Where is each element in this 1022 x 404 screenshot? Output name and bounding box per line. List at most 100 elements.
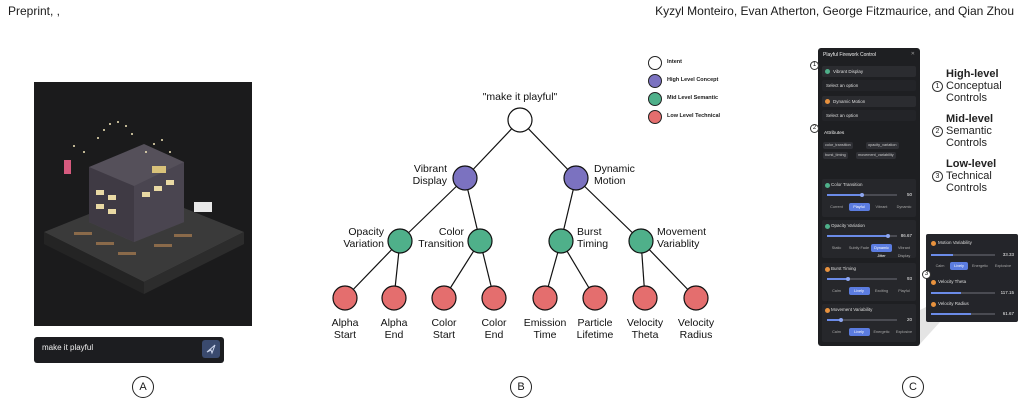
preset-option[interactable]: Explosive [895, 330, 913, 334]
preset-option[interactable]: Playful [898, 289, 910, 293]
panel-title: Playful Firework Control [823, 52, 877, 58]
slider-track[interactable] [827, 278, 897, 280]
level-subtitle: Technical [946, 170, 992, 182]
slider-handle[interactable] [885, 233, 890, 238]
slider-fill [827, 319, 841, 321]
preset-option[interactable]: Dynamic Jitter [871, 244, 892, 258]
status-dot [825, 183, 830, 188]
low-level-label: Velocity Theta [938, 279, 967, 284]
card-title: Burst Timing [831, 266, 857, 271]
running-header-authors: Kyzyl Monteiro, Evan Atherton, George Fi… [655, 4, 1014, 18]
slider-track[interactable] [931, 254, 995, 256]
level-description-low: Low-level 3 Technical Controls [932, 158, 996, 194]
tree-edge [519, 119, 577, 179]
mid-level-node [548, 228, 574, 254]
mid-level-node [628, 228, 654, 254]
slider-fill [931, 254, 953, 256]
zoomed-low-level-controls: Motion Variability 33.33 Calm Lively Ene… [926, 234, 1018, 322]
option-calm[interactable]: Calm [935, 264, 945, 268]
low-level-node [683, 285, 709, 311]
slider-fill [827, 235, 888, 237]
preset-option[interactable]: Energetic [873, 330, 890, 334]
legend-label: Intent [667, 59, 682, 65]
close-icon[interactable]: ✕ [910, 51, 915, 57]
motion-select[interactable]: Select an option [822, 110, 916, 121]
intent-label: "make it playful" [483, 91, 558, 103]
high-level-control-motion[interactable]: Dynamic Motion [822, 96, 916, 107]
running-header-left: Preprint, , [8, 4, 61, 18]
intent-node [507, 107, 533, 133]
level-subtitle: Conceptual [946, 80, 1002, 92]
level-subtitle: Controls [946, 92, 987, 104]
preset-option[interactable]: Vibrant Display [897, 246, 911, 258]
firework-scene-render [34, 82, 252, 326]
status-dot [825, 308, 830, 313]
status-dot [931, 280, 936, 285]
tree-edge [464, 119, 521, 179]
attribute-chip[interactable]: color_transition [823, 142, 853, 149]
preset-option[interactable]: Dynamic [896, 205, 912, 209]
preset-option[interactable]: Lively [848, 328, 870, 336]
option-energetic[interactable]: Energetic [971, 264, 989, 268]
slider-track[interactable] [931, 292, 995, 294]
status-dot [825, 224, 830, 229]
legend-item-mid: Mid Level Semantic [648, 92, 748, 110]
panel-label-c: C [902, 376, 924, 398]
slider-value: 61.67 [1002, 311, 1014, 316]
card-title: Movement Variability [831, 307, 873, 312]
attribute-chip[interactable]: burst_timing [823, 152, 848, 159]
diagram-legend: Intent High Level Concept Mid Level Sema… [648, 56, 748, 128]
slider-track[interactable] [827, 319, 897, 321]
slider-value: 33.33 [1002, 252, 1014, 257]
high-level-control-vibrant[interactable]: Vibrant Display [822, 66, 916, 77]
marker-low-level: 3 [922, 270, 931, 279]
status-dot [931, 302, 936, 307]
preset-option[interactable]: Static [831, 246, 842, 250]
status-dot [825, 267, 830, 272]
attribute-chip[interactable]: movement_variability [856, 152, 896, 159]
option-lively[interactable]: Lively [950, 262, 968, 270]
option-explosive[interactable]: Explosive [994, 264, 1012, 268]
legend-item-high: High Level Concept [648, 74, 748, 92]
legend-item-low: Low Level Technical [648, 110, 748, 128]
legend-label: Mid Level Semantic [667, 95, 719, 101]
slider-handle[interactable] [846, 276, 850, 281]
high-level-node [452, 165, 478, 191]
slider-handle[interactable] [860, 192, 864, 197]
slider-value: 117.15 [1000, 290, 1014, 295]
low-level-node [481, 285, 507, 311]
legend-swatch-low [648, 110, 662, 124]
preset-option[interactable]: Subtly Fade [848, 246, 870, 250]
preset-option[interactable]: Current [830, 205, 843, 209]
firework-control-panel: Playful Firework Control ✕ Vibrant Displ… [818, 48, 920, 346]
send-button[interactable] [202, 340, 220, 358]
select-placeholder: Select an option [826, 83, 859, 88]
attribute-chip[interactable]: opacity_variation [866, 142, 899, 149]
level-description-mid: Mid-level 2 Semantic Controls [932, 113, 993, 149]
panel-label-a: A [132, 376, 154, 398]
vibrant-select[interactable]: Select an option [822, 80, 916, 91]
preset-option[interactable]: Vibrant [875, 205, 888, 209]
slider-handle[interactable] [839, 317, 843, 322]
slider-fill [827, 194, 862, 196]
preset-option[interactable]: Exciting [874, 289, 889, 293]
preset-option[interactable]: Lively [848, 287, 870, 295]
slider-value: 93 [906, 276, 912, 281]
preset-option[interactable]: Calm [832, 289, 841, 293]
prompt-input[interactable]: make it playful [34, 337, 224, 363]
preset-option[interactable]: Calm [832, 330, 841, 334]
preset-option[interactable]: Playful [848, 203, 870, 211]
legend-swatch-high [648, 74, 662, 88]
